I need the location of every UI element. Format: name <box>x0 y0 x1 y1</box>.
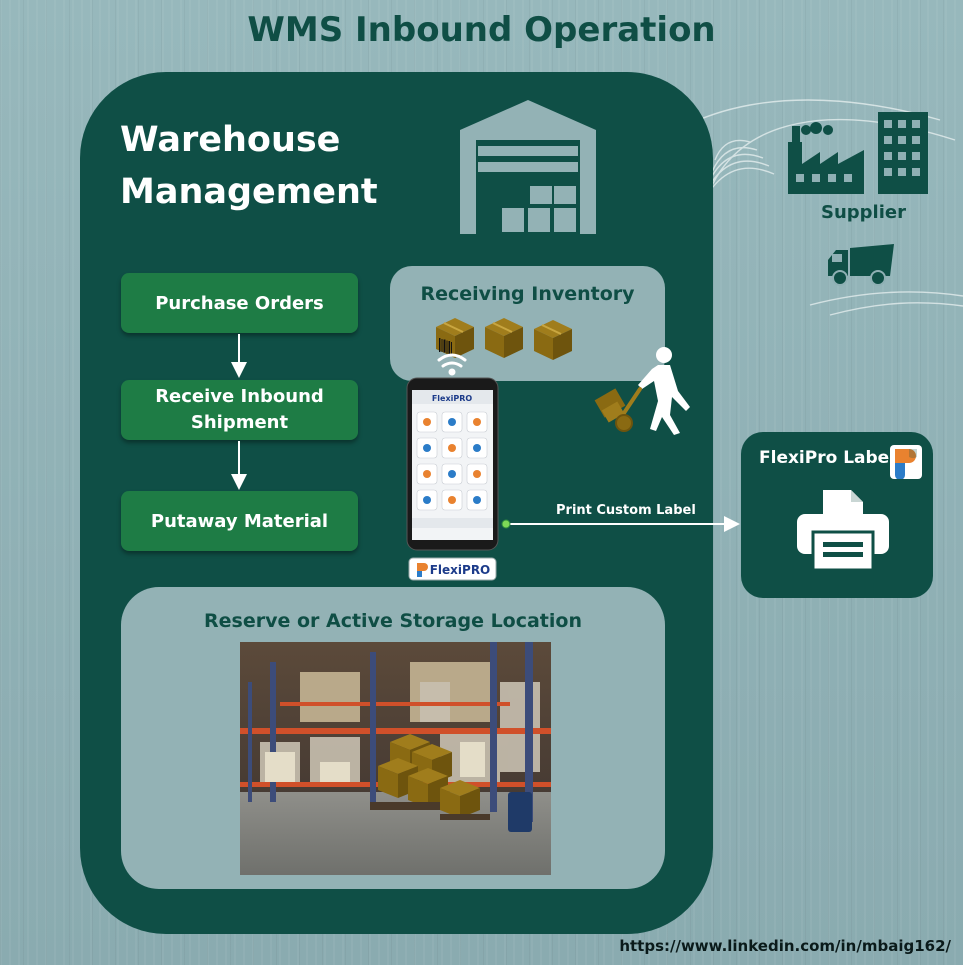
flexipro-label-title: FlexiPro Label <box>759 448 896 468</box>
box-icon <box>485 318 523 358</box>
warehouse-icon <box>460 100 596 234</box>
putaway-material-step: Putaway Material <box>121 491 358 551</box>
barcode-icon <box>439 338 452 355</box>
receive-inbound-line1: Receive Inbound <box>155 386 324 407</box>
wm-title-line1: Warehouse <box>120 120 341 160</box>
receive-inbound-line2: Shipment <box>190 412 289 433</box>
flexipro-logo-icon <box>890 445 922 479</box>
building-icon <box>878 112 928 194</box>
printer-icon <box>797 490 889 572</box>
receive-inbound-shipment-label: Receive Inbound Shipment <box>155 384 324 436</box>
warehouse-management-title: Warehouse Management <box>120 114 378 218</box>
warehouse-photo <box>240 642 551 875</box>
box-icon <box>534 320 572 360</box>
hand-truck-icon <box>594 387 642 432</box>
worker-icon <box>594 347 690 435</box>
page-title: WMS Inbound Operation <box>247 10 716 50</box>
truck-icon <box>828 244 894 286</box>
purchase-orders-step: Purchase Orders <box>121 273 358 333</box>
linkedin-link[interactable]: https://www.linkedin.com/in/mbaig162/ <box>619 937 951 955</box>
storage-location-label: Reserve or Active Storage Location <box>204 610 582 632</box>
phone-icon: FlexiPRO FlexiPRO <box>406 353 499 581</box>
receiving-inventory-label: Receiving Inventory <box>420 283 635 305</box>
print-custom-label-text: Print Custom Label <box>556 503 696 518</box>
wm-title-line2: Management <box>120 172 378 212</box>
putaway-material-label: Putaway Material <box>150 510 329 532</box>
phone-screen-brand: FlexiPRO <box>432 394 473 403</box>
barcode-box-icon <box>436 318 474 358</box>
supplier-label: Supplier <box>821 202 906 223</box>
storage-boxes-icon <box>378 734 480 818</box>
wifi-icon <box>437 353 467 376</box>
phone-base-brand: FlexiPRO <box>430 563 491 577</box>
receive-inbound-shipment-step: Receive Inbound Shipment <box>121 380 358 440</box>
factory-icon <box>788 122 864 194</box>
receiving-inventory-box <box>390 266 665 381</box>
purchase-orders-label: Purchase Orders <box>155 292 324 314</box>
